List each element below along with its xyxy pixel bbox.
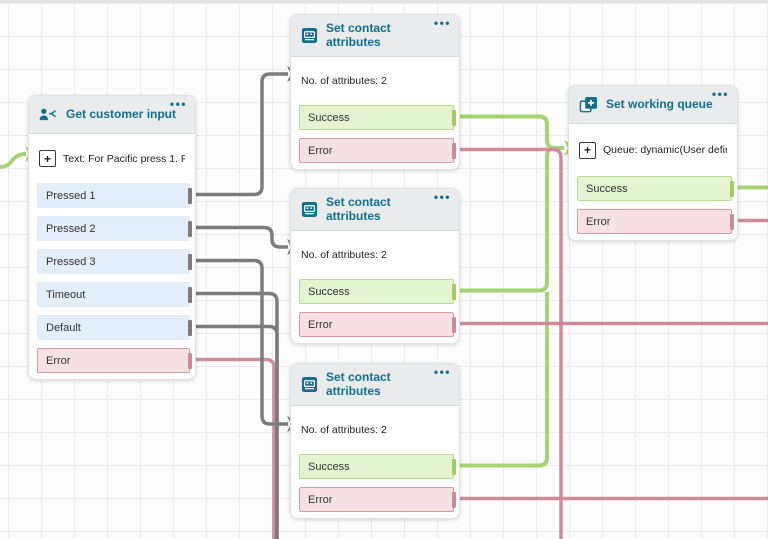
- output-default[interactable]: Default: [37, 315, 192, 340]
- block-get-customer-input[interactable]: Get customer input ••• + Text: For Pacif…: [28, 95, 196, 380]
- output-label: Success: [308, 285, 350, 298]
- wire-sca1-error-down[interactable]: [455, 147, 563, 539]
- output-success[interactable]: Success: [299, 279, 456, 304]
- output-label: Success: [308, 111, 350, 124]
- output-list: Success Error: [291, 279, 459, 337]
- wire-sca2-success-to-swq[interactable]: [455, 146, 561, 293]
- connector-handle[interactable]: [452, 142, 456, 159]
- menu-ellipsis-icon[interactable]: •••: [711, 87, 729, 101]
- block-set-contact-attributes-1[interactable]: Set contact attributes ••• No. of attrib…: [290, 14, 460, 170]
- wire-sca1-success-to-swq[interactable]: [455, 114, 564, 150]
- connector-handle[interactable]: [188, 286, 192, 303]
- wire-gci-error[interactable]: [191, 357, 276, 539]
- output-label: Success: [308, 460, 350, 473]
- output-label: Timeout: [46, 288, 86, 301]
- output-list: Pressed 1 Pressed 2 Pressed 3 Timeout De…: [29, 183, 195, 373]
- output-list: Success Error: [291, 454, 459, 512]
- description-text: No. of attributes: 2: [301, 424, 387, 436]
- block-title: Set contact attributes: [326, 369, 391, 398]
- menu-ellipsis-icon[interactable]: •••: [433, 365, 451, 379]
- wire-pressed3-to-sca3[interactable]: [191, 258, 288, 426]
- set-contact-attributes-icon: [301, 201, 318, 218]
- block-header: Set contact attributes •••: [291, 189, 459, 231]
- connector-handle[interactable]: [730, 213, 734, 230]
- output-label: Error: [308, 493, 333, 506]
- output-label: Pressed 3: [46, 255, 96, 268]
- block-description: + Queue: dynamic(User defin...: [569, 124, 737, 176]
- output-error[interactable]: Error: [37, 348, 192, 373]
- connector-handle[interactable]: [188, 253, 192, 270]
- block-set-contact-attributes-2[interactable]: Set contact attributes ••• No. of attrib…: [290, 188, 460, 344]
- output-error[interactable]: Error: [299, 312, 456, 337]
- block-header: Set contact attributes •••: [291, 364, 459, 406]
- connector-handle[interactable]: [452, 316, 456, 333]
- output-label: Error: [586, 215, 611, 228]
- connector-handle[interactable]: [452, 283, 456, 300]
- description-text: No. of attributes: 2: [301, 75, 387, 87]
- output-pressed-2[interactable]: Pressed 2: [37, 216, 192, 241]
- wire-sca3-success-to-swq[interactable]: [455, 292, 549, 468]
- block-header: Set contact attributes •••: [291, 15, 459, 57]
- description-text: No. of attributes: 2: [301, 249, 387, 261]
- block-title: Set contact attributes: [326, 194, 391, 223]
- connector-handle[interactable]: [188, 187, 192, 204]
- output-pressed-3[interactable]: Pressed 3: [37, 249, 192, 274]
- menu-ellipsis-icon[interactable]: •••: [433, 190, 451, 204]
- block-title: Set working queue: [606, 96, 713, 111]
- output-label: Error: [46, 354, 71, 367]
- block-set-contact-attributes-3[interactable]: Set contact attributes ••• No. of attrib…: [290, 363, 460, 519]
- wire-pressed2-to-sca2[interactable]: [191, 225, 288, 249]
- menu-ellipsis-icon[interactable]: •••: [433, 16, 451, 30]
- description-text: Text: For Pacific press 1. Fo...: [63, 152, 185, 165]
- connector-handle[interactable]: [452, 458, 456, 475]
- block-title: Set contact attributes: [326, 20, 391, 49]
- connector-handle[interactable]: [188, 220, 192, 237]
- description-text: Queue: dynamic(User defin...: [603, 144, 727, 156]
- output-error[interactable]: Error: [299, 138, 456, 163]
- set-working-queue-icon: [579, 96, 598, 114]
- get-customer-input-icon: [39, 107, 58, 122]
- output-label: Error: [308, 144, 333, 157]
- block-header: Get customer input •••: [29, 96, 195, 134]
- output-success[interactable]: Success: [299, 105, 456, 130]
- block-title: Get customer input: [66, 106, 177, 121]
- output-list: Success Error: [569, 176, 737, 234]
- set-contact-attributes-icon: [301, 376, 318, 393]
- output-error[interactable]: Error: [577, 209, 734, 234]
- block-header: Set working queue •••: [569, 86, 737, 124]
- output-error[interactable]: Error: [299, 487, 456, 512]
- connector-handle[interactable]: [188, 352, 192, 369]
- output-list: Success Error: [291, 105, 459, 163]
- output-label: Error: [308, 318, 333, 331]
- connector-handle[interactable]: [452, 491, 456, 508]
- output-pressed-1[interactable]: Pressed 1: [37, 183, 192, 208]
- output-label: Success: [586, 182, 628, 195]
- wire-default-down[interactable]: [191, 324, 279, 539]
- block-description: No. of attributes: 2: [291, 231, 459, 279]
- add-icon[interactable]: +: [39, 150, 56, 167]
- canvas-top-border: [0, 0, 768, 3]
- output-success[interactable]: Success: [299, 454, 456, 479]
- connector-handle[interactable]: [452, 109, 456, 126]
- wire-timeout-down[interactable]: [191, 291, 279, 539]
- wire-pressed1-to-sca1[interactable]: [191, 72, 288, 197]
- output-success[interactable]: Success: [577, 176, 734, 201]
- output-label: Default: [46, 321, 81, 334]
- output-label: Pressed 2: [46, 222, 96, 235]
- output-label: Pressed 1: [46, 189, 96, 202]
- output-timeout[interactable]: Timeout: [37, 282, 192, 307]
- block-description: + Text: For Pacific press 1. Fo...: [29, 134, 195, 183]
- set-contact-attributes-icon: [301, 27, 318, 44]
- menu-ellipsis-icon[interactable]: •••: [169, 97, 187, 111]
- block-description: No. of attributes: 2: [291, 57, 459, 105]
- connector-handle[interactable]: [188, 319, 192, 336]
- connector-handle[interactable]: [730, 180, 734, 197]
- add-icon[interactable]: +: [579, 141, 596, 159]
- block-set-working-queue[interactable]: Set working queue ••• + Queue: dynamic(U…: [568, 85, 738, 241]
- wire-entry-into-gci[interactable]: [0, 152, 27, 169]
- block-description: No. of attributes: 2: [291, 406, 459, 454]
